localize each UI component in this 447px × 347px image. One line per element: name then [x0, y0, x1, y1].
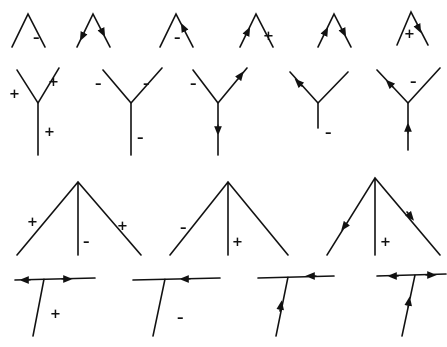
minus-label: –	[137, 131, 144, 146]
arrow-junction-1	[11, 12, 46, 48]
plus-label: +	[48, 75, 59, 90]
plus-label: +	[263, 29, 274, 44]
minus-label: –	[180, 221, 187, 236]
minus-label: –	[190, 77, 197, 92]
fork-junction-5	[376, 67, 441, 151]
plus-label: +	[44, 125, 55, 140]
t-junction-2	[132, 275, 221, 337]
fork-junction-1	[16, 67, 60, 156]
junction-labels: – – + + + + + – – – – – – + + – – + + + …	[9, 27, 417, 326]
minus-label: –	[325, 126, 332, 141]
tall-arrow-junction-3	[326, 176, 441, 256]
arrow-junction-5	[317, 12, 352, 48]
t-junction-1	[14, 275, 96, 337]
plus-label: +	[9, 87, 20, 102]
plus-label: +	[232, 235, 243, 250]
t-junction-3	[257, 272, 335, 337]
minus-label: –	[33, 31, 40, 46]
arrow-junction-2	[76, 12, 111, 48]
fork-junction-4	[289, 71, 349, 129]
minus-label: –	[177, 311, 184, 326]
plus-label: +	[404, 27, 415, 42]
fork-junction-2	[102, 67, 163, 156]
t-junction-4	[376, 271, 447, 337]
minus-label: –	[410, 75, 417, 90]
minus-label: –	[174, 31, 181, 46]
arrow-junction-6	[396, 10, 429, 46]
minus-label: –	[83, 235, 90, 250]
minus-label: –	[95, 77, 102, 92]
plus-label: +	[117, 219, 128, 234]
plus-label: +	[27, 215, 38, 230]
arrow-junction-4	[239, 12, 274, 48]
fork-junction-3	[192, 67, 248, 156]
plus-label: +	[380, 235, 391, 250]
tall-arrow-junction-2	[169, 180, 289, 256]
tall-arrow-junction-1	[16, 180, 142, 256]
plus-label: +	[50, 307, 61, 322]
minus-label: –	[143, 77, 150, 92]
arrow-junction-3	[159, 12, 194, 48]
